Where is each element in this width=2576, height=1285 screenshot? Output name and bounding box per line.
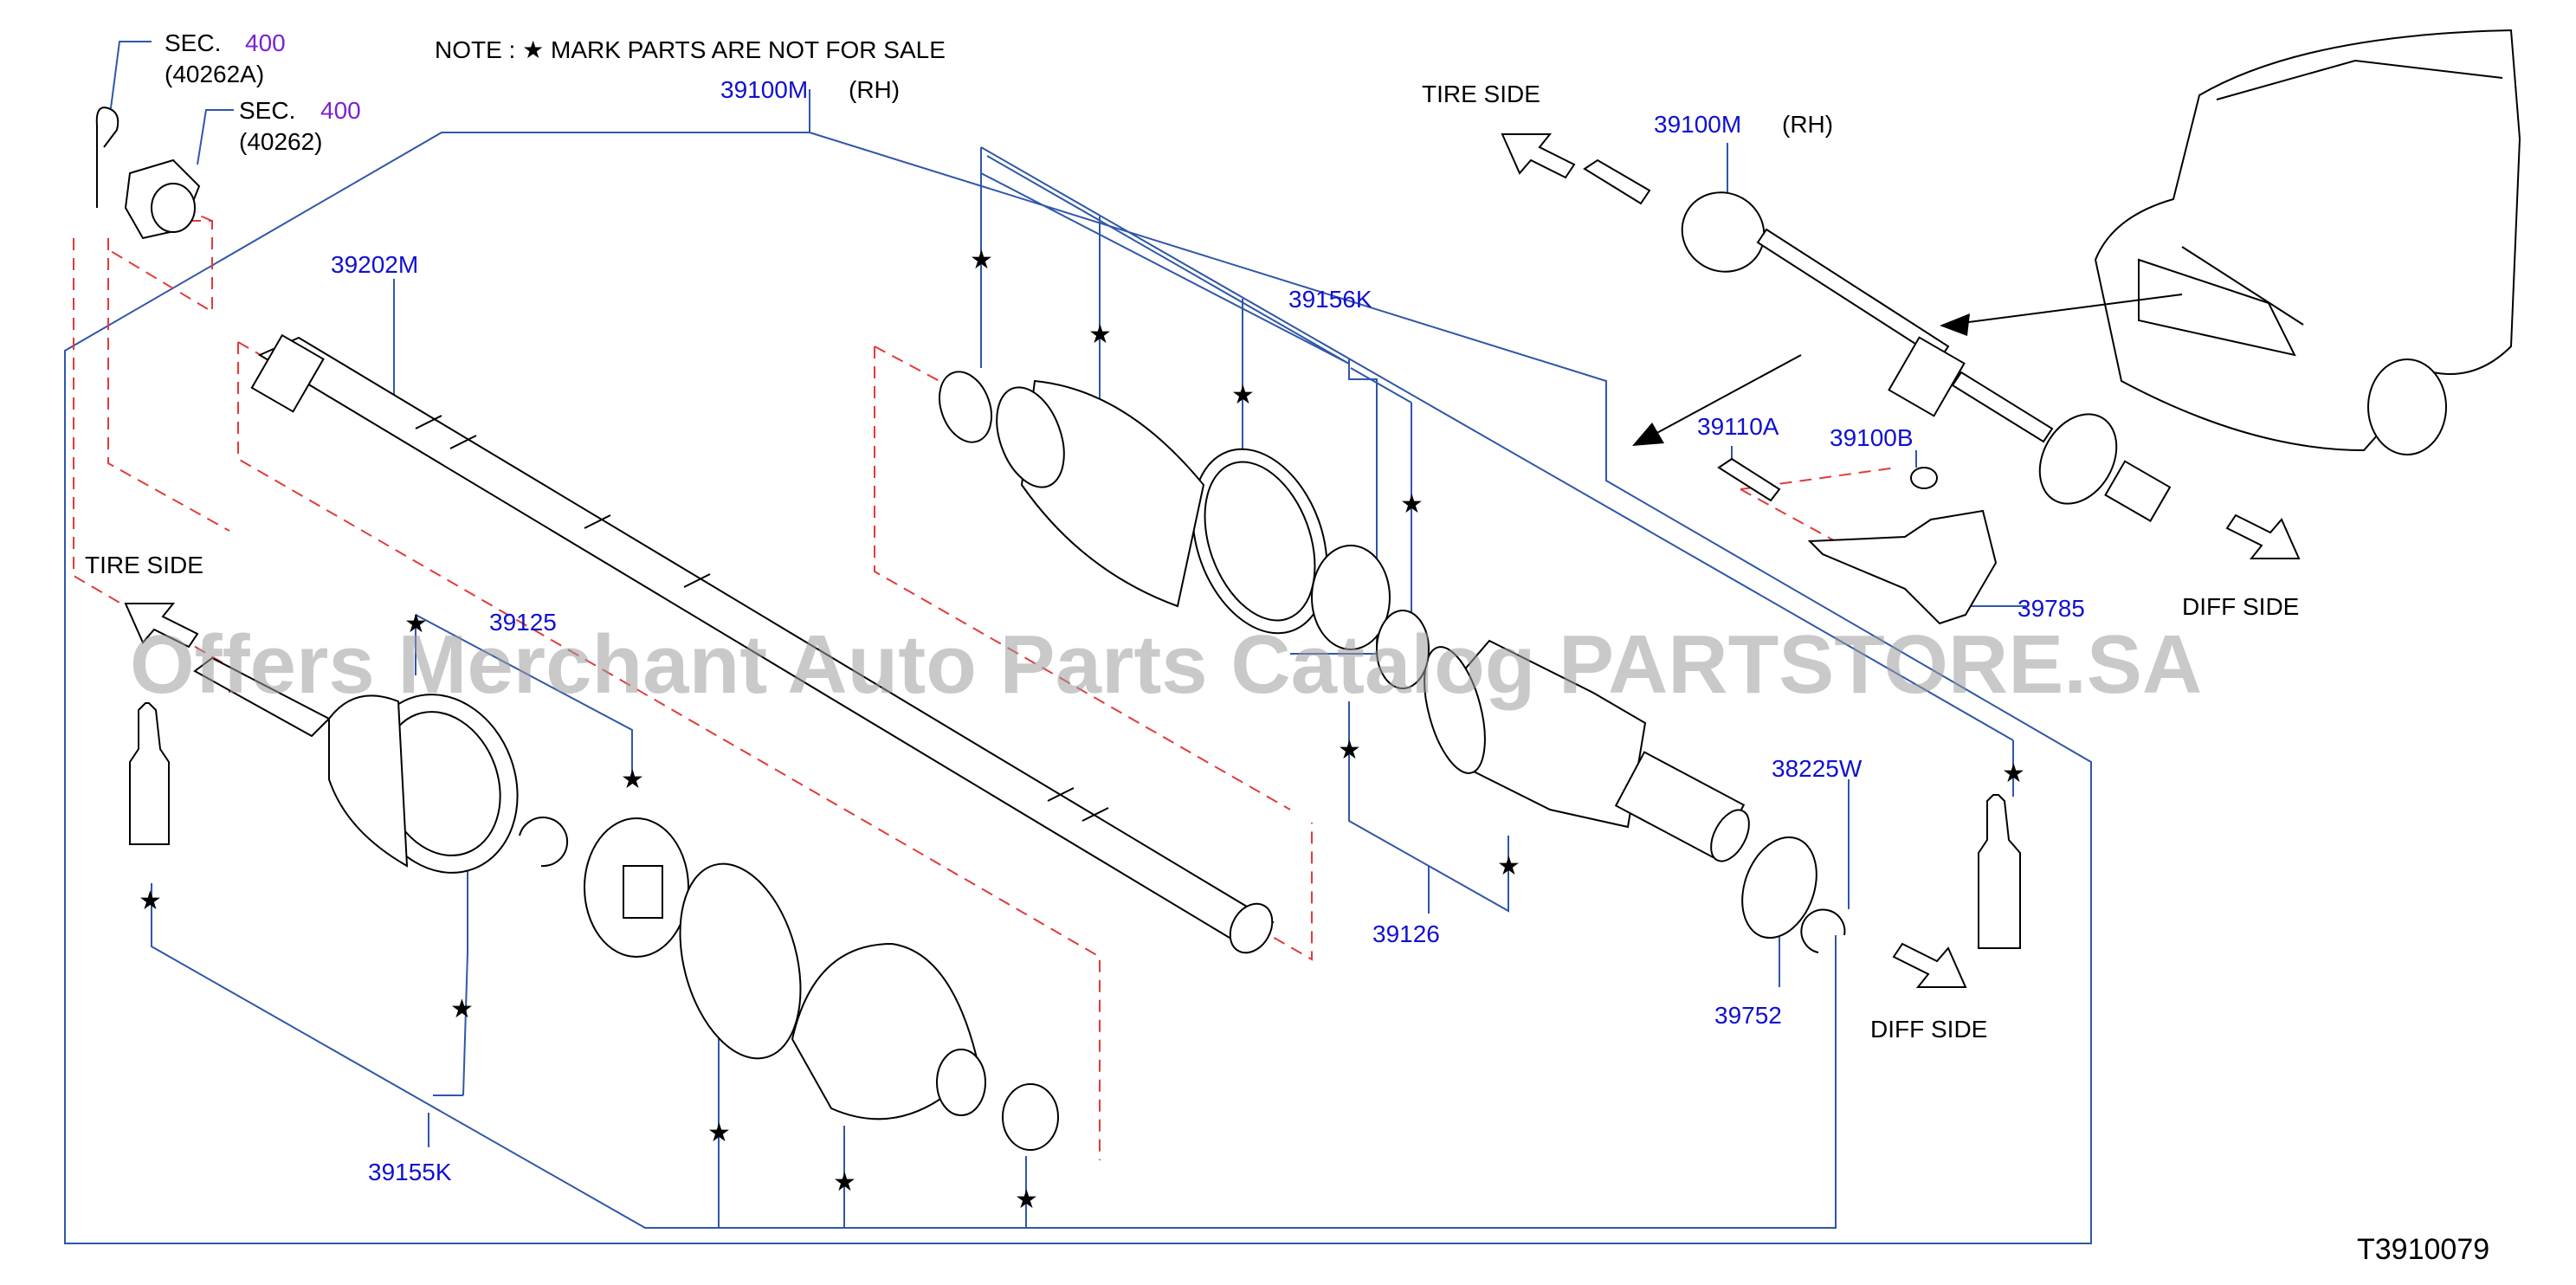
grease-bottles-drawing [129, 702, 2021, 949]
tire-side-left-arrow-icon [124, 603, 199, 649]
diff-side-bottom-label: DIFF SIDE [1870, 1016, 1987, 1043]
note-text: NOTE : ★ MARK PARTS ARE NOT FOR SALE [435, 36, 946, 63]
diff-side-bottom-arrow-icon [1892, 942, 1967, 988]
sec-b-ref: (40262) [239, 128, 323, 155]
part-39125[interactable]: 39125 [489, 609, 557, 636]
part-39100M-overview-side: (RH) [1782, 111, 1833, 138]
shaft-39202M-drawing [250, 333, 1275, 954]
part-39100B[interactable]: 39100B [1830, 424, 1914, 451]
sec-a-number[interactable]: 400 [245, 29, 286, 56]
diff-side-right-label: DIFF SIDE [2182, 593, 2299, 620]
tire-side-top-arrow-icon [1501, 133, 1576, 179]
sec-b-label: SEC. [239, 97, 295, 124]
diff-side-right-arrow-icon [2225, 513, 2301, 559]
star-markers: ★ ★ ★ ★ ★ ★ ★ ★ ★ ★ ★ ★ ★ ★ [139, 245, 2025, 1215]
star-mark: ★ [707, 1118, 731, 1148]
part-39156K[interactable]: 39156K [1288, 286, 1372, 313]
part-39202M[interactable]: 39202M [331, 251, 418, 278]
star-mark: ★ [1400, 489, 1424, 520]
sec-a-ref: (40262A) [165, 61, 264, 87]
direction-arrows [124, 133, 2301, 988]
star-mark: ★ [404, 609, 428, 639]
part-39100M-overview[interactable]: 39100M [1654, 111, 1741, 138]
car-pointer-arrow-icon [1947, 294, 2183, 326]
sec-a-label: SEC. [165, 29, 221, 56]
star-mark: ★ [1015, 1185, 1038, 1215]
part-38225W[interactable]: 38225W [1772, 755, 1863, 782]
car-drawing [2094, 29, 2521, 455]
outer-joint-drawing [193, 656, 1846, 1151]
star-mark: ★ [2002, 759, 2025, 789]
star-mark: ★ [450, 994, 474, 1024]
part-39100M-main-side: (RH) [849, 76, 900, 103]
star-mark: ★ [1497, 851, 1520, 881]
star-mark: ★ [1338, 735, 1361, 765]
star-mark: ★ [970, 245, 993, 275]
part-39110A[interactable]: 39110A [1697, 413, 1779, 440]
tire-side-top-label: TIRE SIDE [1422, 81, 1540, 107]
sec-b-number[interactable]: 400 [320, 97, 361, 124]
star-mark: ★ [139, 886, 162, 916]
inner-boot-drawing [939, 371, 1430, 689]
cotter-pin-and-nut-drawing [95, 107, 201, 240]
star-mark: ★ [1088, 320, 1112, 350]
watermark: Offers Merchant Auto Parts Catalog PARTS… [130, 618, 2202, 711]
tire-side-left-label: TIRE SIDE [85, 552, 203, 578]
star-mark: ★ [1231, 380, 1255, 410]
part-39752[interactable]: 39752 [1714, 1002, 1782, 1029]
part-39785[interactable]: 39785 [2018, 595, 2085, 622]
overview-shaft-drawing [1583, 158, 2172, 625]
inner-joint-39126-drawing [1424, 639, 1750, 862]
part-39126[interactable]: 39126 [1372, 920, 1440, 947]
part-39155K[interactable]: 39155K [368, 1159, 452, 1185]
star-mark: ★ [833, 1167, 856, 1198]
diagram-code: T3910079 [2357, 1233, 2489, 1266]
part-39100M-main[interactable]: 39100M [720, 76, 808, 103]
leader-lines [64, 41, 2092, 1244]
assembly-pointer-arrow-icon [1640, 354, 1802, 442]
star-mark: ★ [621, 765, 644, 795]
